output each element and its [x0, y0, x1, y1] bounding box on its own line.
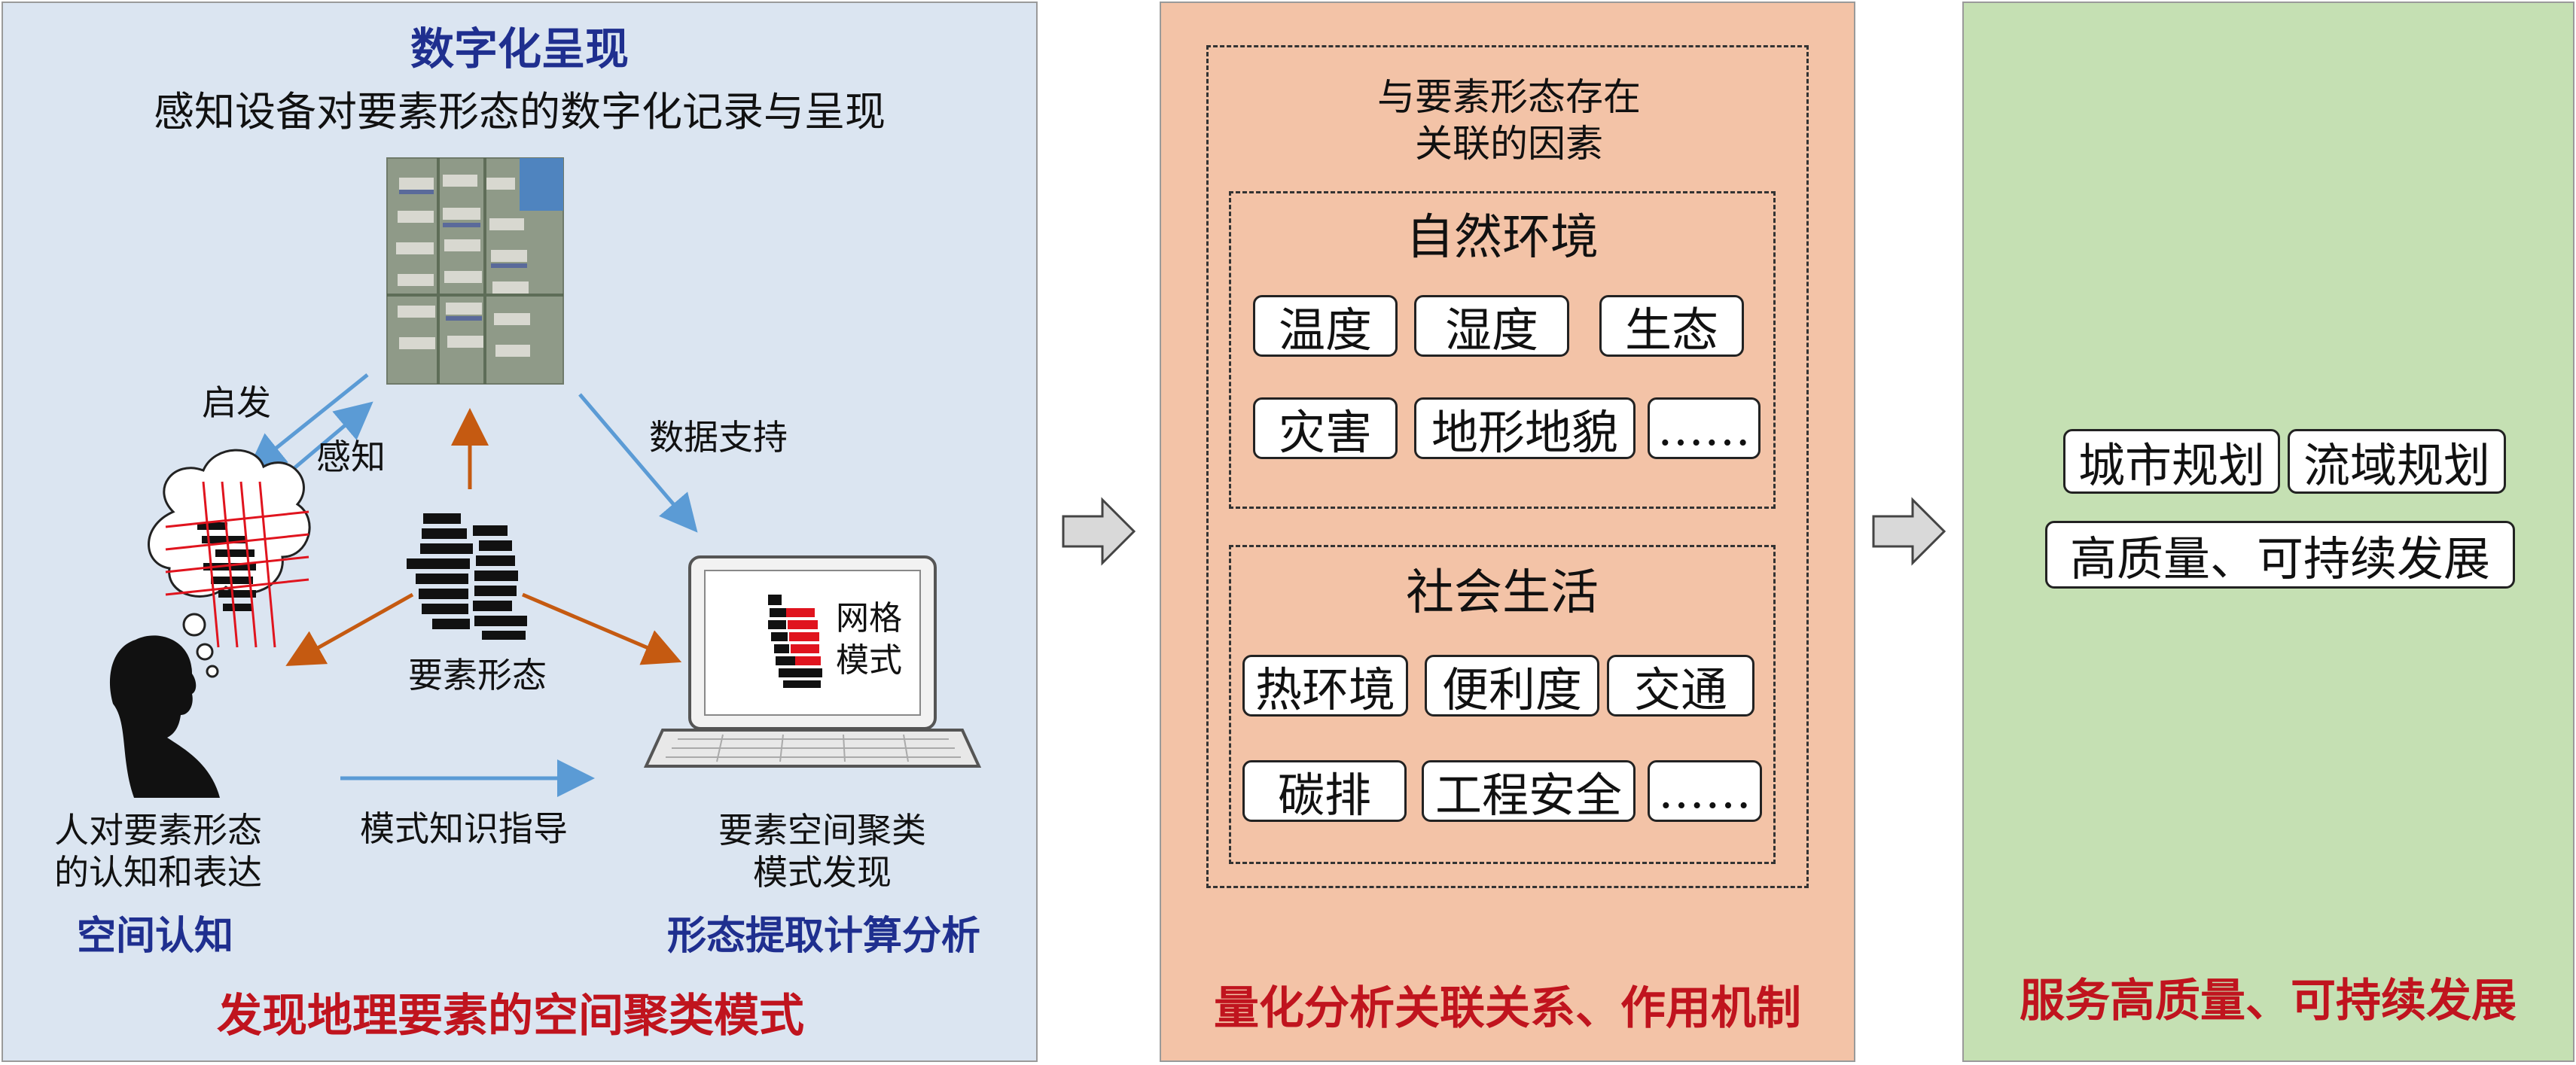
- middle-footer: 量化分析关联关系、作用机制: [1214, 982, 1801, 1035]
- right-footer: 服务高质量、可持续发展: [2020, 975, 2517, 1027]
- cluster-discovery-line2: 模式发现: [753, 852, 892, 893]
- left-footer: 发现地理要素的空间聚类模式: [217, 990, 804, 1042]
- tag-temperature: 温度: [1253, 295, 1398, 358]
- tag-transport: 交通: [1607, 655, 1754, 717]
- factors-header-line2: 关联的因素: [1415, 122, 1603, 166]
- element-form-label: 要素形态: [408, 655, 547, 695]
- tag-urban-planning: 城市规划: [2063, 429, 2280, 494]
- left-subtitle: 感知设备对要素形态的数字化记录与呈现: [154, 88, 886, 135]
- tag-sustainable-development: 高质量、可持续发展: [2045, 521, 2515, 589]
- tag-natural-more: ……: [1648, 397, 1761, 459]
- tag-convenience: 便利度: [1425, 655, 1599, 717]
- natural-environment-title: 自然环境: [1406, 210, 1599, 266]
- data-support-label: 数据支持: [649, 417, 788, 458]
- arrow-middle-to-right: [1872, 497, 1946, 566]
- tag-disaster: 灾害: [1253, 397, 1398, 460]
- tag-thermal-environment: 热环境: [1242, 655, 1408, 717]
- extraction-analysis-label: 形态提取计算分析: [666, 914, 981, 959]
- cluster-discovery-line1: 要素空间聚类: [718, 810, 926, 850]
- screen-label-pattern: 模式: [836, 641, 902, 680]
- natural-environment-box: [1229, 191, 1776, 509]
- tag-basin-planning: 流域规划: [2288, 429, 2506, 494]
- arrow-left-to-middle: [1062, 497, 1136, 566]
- tag-social-more: ……: [1648, 760, 1762, 822]
- panel-digital-presentation: [2, 2, 1038, 1062]
- pattern-guide-label: 模式知识指导: [360, 808, 568, 849]
- factors-outer-box: [1206, 45, 1809, 888]
- human-cognition-line2: 的认知和表达: [54, 852, 262, 893]
- factors-header-line1: 与要素形态存在: [1377, 75, 1641, 119]
- spatial-cognition-label: 空间认知: [76, 914, 234, 959]
- perceive-label: 感知: [316, 437, 386, 477]
- panel-correlation-factors: [1160, 2, 1855, 1062]
- tag-ecology: 生态: [1599, 295, 1744, 358]
- tag-carbon-emission: 碳排: [1242, 760, 1407, 823]
- tag-humidity: 湿度: [1414, 295, 1569, 358]
- tag-engineering-safety: 工程安全: [1422, 760, 1636, 823]
- social-life-title: 社会生活: [1406, 565, 1599, 621]
- left-title: 数字化呈现: [410, 23, 630, 75]
- human-cognition-line1: 人对要素形态: [54, 810, 262, 850]
- tag-terrain: 地形地貌: [1414, 397, 1636, 460]
- inspire-label: 启发: [202, 382, 271, 423]
- social-life-box: [1229, 545, 1776, 864]
- screen-label-grid: 网格: [836, 599, 902, 637]
